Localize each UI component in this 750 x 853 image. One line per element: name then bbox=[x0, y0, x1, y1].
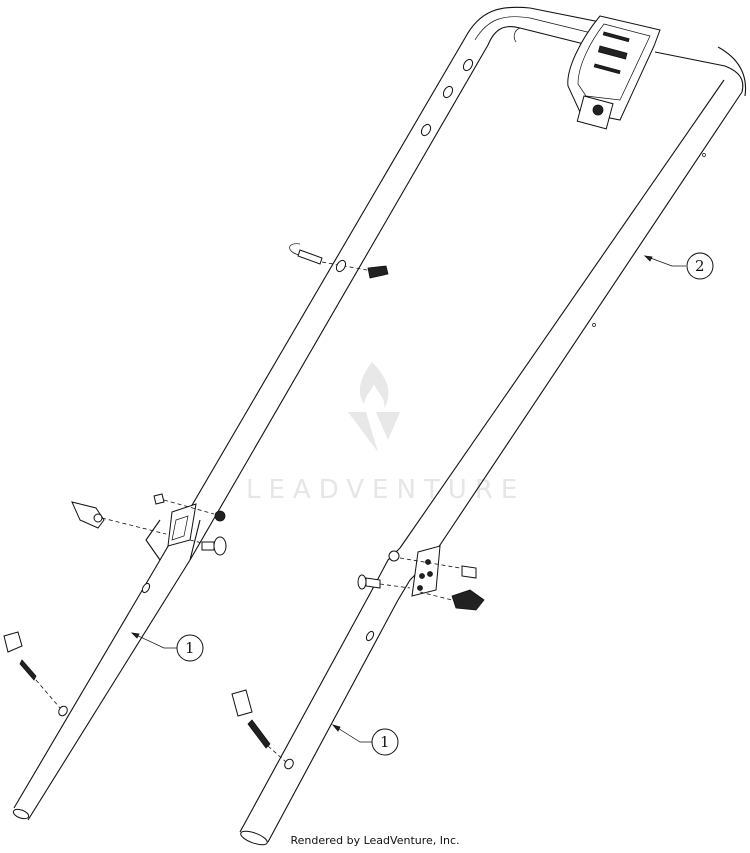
watermark-text: LEADVENTURE bbox=[246, 475, 525, 505]
left-carriage-bolt bbox=[213, 536, 227, 556]
left-nut bbox=[214, 510, 226, 522]
callout-2: 2 bbox=[643, 252, 714, 280]
right-fasteners bbox=[231, 550, 485, 763]
right-hex-bolt bbox=[461, 565, 477, 579]
right-knob bbox=[451, 589, 485, 611]
callout-1-left: 1 bbox=[130, 632, 204, 662]
left-fasteners bbox=[3, 493, 227, 709]
callout-1-right: 1 bbox=[331, 724, 399, 756]
watermark: LEADVENTURE bbox=[246, 362, 525, 505]
callout-1-right-label: 1 bbox=[380, 733, 390, 751]
upper-handle bbox=[159, 6, 747, 561]
control-panel bbox=[567, 15, 661, 130]
right-lower-handle bbox=[239, 545, 441, 846]
right-carriage-bolt bbox=[357, 574, 367, 590]
flame-icon bbox=[359, 362, 389, 408]
v-logo-icon bbox=[348, 412, 400, 452]
callout-2-label: 2 bbox=[695, 257, 705, 275]
cable-clip-assembly bbox=[289, 243, 389, 279]
render-credit: Rendered by LeadVenture, Inc. bbox=[290, 834, 460, 847]
left-hex-bolt bbox=[153, 493, 165, 505]
callout-1-left-label: 1 bbox=[185, 639, 195, 657]
left-lower-handle bbox=[12, 503, 201, 821]
right-nut bbox=[388, 550, 400, 562]
